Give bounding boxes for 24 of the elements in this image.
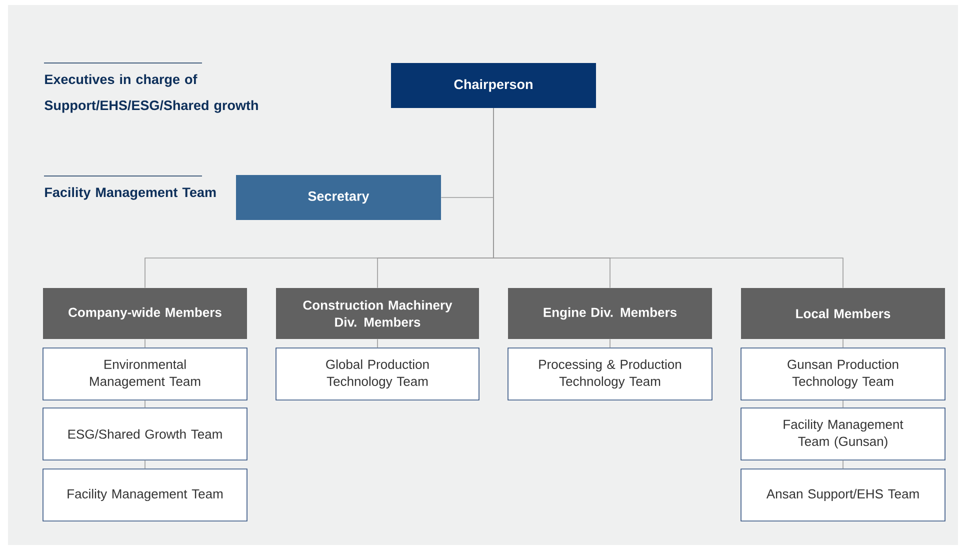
- connector-line: [842, 338, 844, 348]
- group-header-box: Company-wide Members: [43, 288, 247, 339]
- team-box: Facility Management Team (Gunsan): [740, 408, 946, 460]
- group-header-box: Construction Machinery Div. Members: [276, 288, 479, 339]
- connector-line: [377, 338, 378, 348]
- connector-line: [144, 338, 146, 348]
- group-header-box: Local Members: [741, 288, 945, 339]
- team-box: Ansan Support/EHS Team: [740, 468, 946, 522]
- secretary-box: Secretary: [236, 175, 441, 220]
- connector-line: [842, 400, 844, 408]
- team-box: Global Production Technology Team: [276, 348, 480, 400]
- group-header-box: Engine Div. Members: [508, 288, 712, 339]
- connector-line: [493, 108, 844, 288]
- connector-line: [144, 460, 146, 469]
- team-box: ESG/Shared Growth Team: [42, 408, 248, 460]
- chairperson-box: Chairperson: [391, 63, 596, 108]
- side-heading: Facility Management Team: [45, 187, 216, 200]
- connector-line: [144, 400, 146, 408]
- side-heading: Executives in charge of Support/EHS/ESG/Shared growth: [44, 74, 258, 113]
- team-box: Environmental Management Team: [42, 348, 248, 400]
- team-box: Gunsan Production Technology Team: [740, 348, 946, 400]
- connector-line: [842, 460, 844, 469]
- team-box: Processing & Production Technology Team: [508, 348, 712, 400]
- team-box: Facility Management Team: [42, 468, 248, 522]
